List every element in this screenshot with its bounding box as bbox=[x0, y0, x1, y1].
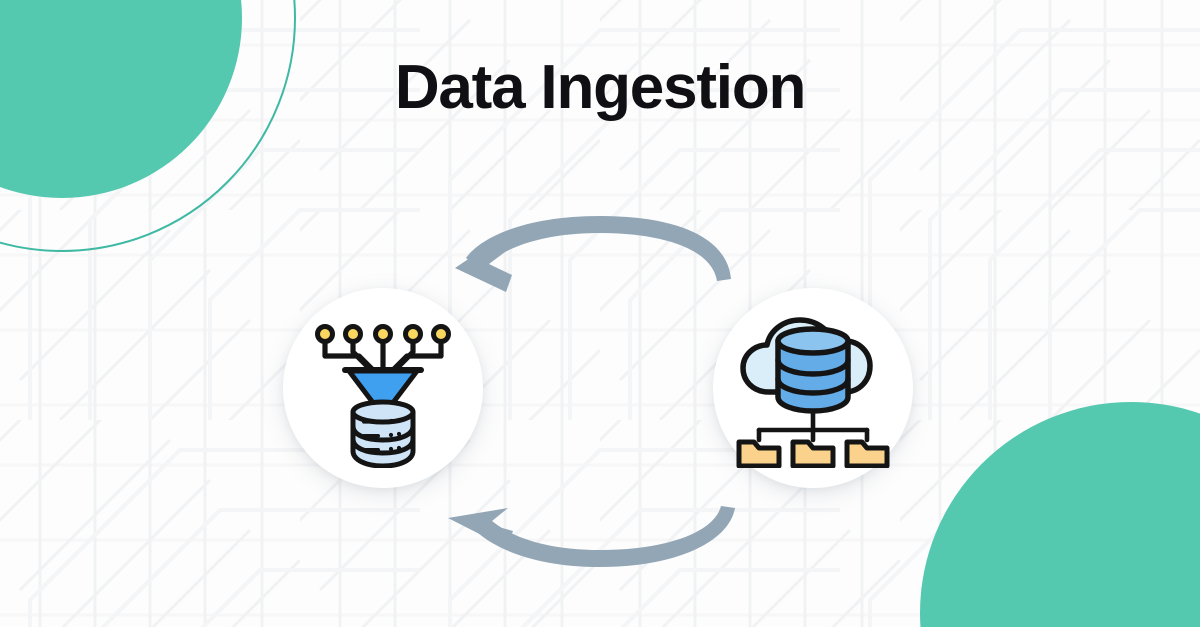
funnel-trace-2 bbox=[350, 337, 372, 371]
source-node-3 bbox=[373, 324, 393, 344]
top-arrow-right-to-left bbox=[455, 216, 731, 292]
cloud-db-band-2 bbox=[775, 376, 851, 396]
cloud-database-folders-icon bbox=[736, 317, 890, 468]
funnel-source-nodes bbox=[315, 324, 451, 344]
bottom-right-teal-circle bbox=[920, 402, 1200, 627]
icon-badge-data-funnel[interactable] bbox=[283, 288, 483, 488]
bottom-arrow-right-to-left bbox=[448, 506, 735, 567]
db-band-1 bbox=[350, 423, 416, 443]
page-title-wrap: Data Ingestion bbox=[0, 53, 1200, 122]
source-node-2 bbox=[343, 324, 363, 344]
funnel-trace-5 bbox=[390, 337, 444, 373]
source-node-4 bbox=[403, 324, 423, 344]
top-left-teal-circle bbox=[0, 0, 242, 198]
folder-tree-connector bbox=[756, 408, 870, 443]
folder-2 bbox=[790, 439, 836, 468]
icon-badge-cloud-storage[interactable] bbox=[713, 288, 913, 488]
folder-1 bbox=[736, 439, 782, 468]
data-funnel-database-icon bbox=[315, 324, 451, 468]
db-top bbox=[350, 399, 416, 425]
cloud-db-top bbox=[775, 326, 851, 356]
folder-3 bbox=[844, 439, 890, 468]
source-node-5 bbox=[431, 324, 451, 344]
cloud-db-band-1 bbox=[775, 357, 851, 377]
top-left-teal-ring bbox=[0, 0, 296, 252]
db-detail-marks bbox=[362, 417, 402, 452]
source-node-1 bbox=[315, 324, 335, 344]
db-band-2 bbox=[350, 436, 416, 456]
database-cylinder bbox=[350, 399, 416, 468]
cloud-database-cylinder bbox=[775, 326, 851, 414]
page-title: Data Ingestion bbox=[394, 53, 807, 122]
folder-row bbox=[736, 439, 890, 468]
